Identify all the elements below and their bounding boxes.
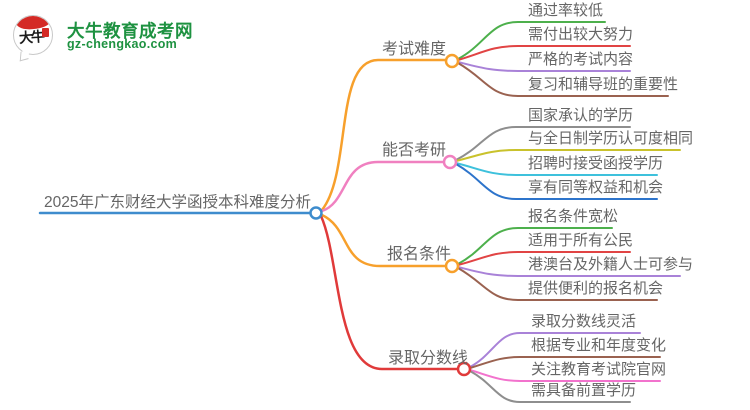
sub-item-label: 享有同等权益和机会 <box>528 179 664 196</box>
branch-curve-grad-school <box>320 160 445 213</box>
sub-underline <box>469 356 661 369</box>
sub-underline <box>455 163 658 200</box>
sub-item-label: 提供便利的报名机会 <box>528 280 664 297</box>
root-node-circle <box>309 206 323 220</box>
logo-icon-characters: 大牛 <box>18 30 44 47</box>
sub-underline <box>457 251 631 266</box>
sub-underline <box>455 149 681 162</box>
sub-underline <box>469 370 631 403</box>
sub-item-label: 适用于所有公民 <box>528 232 634 249</box>
sub-underline <box>457 267 658 301</box>
branch-curve-registration <box>320 213 447 268</box>
sub-underline <box>457 61 631 72</box>
branch-node-circle <box>456 361 472 377</box>
sub-item-label: 录取分数线灵活 <box>531 313 637 330</box>
sub-underline <box>457 45 631 61</box>
branch-node-circle <box>442 154 458 170</box>
sub-item-label: 根据专业和年度变化 <box>531 337 667 354</box>
sub-item-label: 通过率较低 <box>528 2 604 19</box>
site-logo: 大牛 大牛教育成考网 gz-chengkao.com <box>13 11 243 63</box>
branch-label-score-line: 录取分数线 <box>388 350 469 367</box>
sub-item-label: 国家承认的学历 <box>528 107 634 124</box>
sub-item-label: 招聘时接受函授学历 <box>528 155 664 172</box>
site-name: 大牛教育成考网 <box>67 21 193 41</box>
sub-underline <box>457 266 681 277</box>
branch-curve-exam-difficulty <box>320 58 447 212</box>
sub-underline <box>457 21 606 60</box>
sub-underline <box>455 126 631 161</box>
sub-underline <box>457 62 669 97</box>
sub-item-label: 需付出较大努力 <box>528 26 634 43</box>
branch-label-grad-school: 能否考研 <box>382 142 447 159</box>
daniu-logo-icon: 大牛 <box>13 13 57 62</box>
central-topic-label: 2025年广东财经大学函授本科难度分析 <box>44 194 311 211</box>
sub-item-label: 严格的考试内容 <box>528 51 634 68</box>
sub-underline <box>457 227 613 265</box>
site-domain: gz-chengkao.com <box>67 37 178 51</box>
sub-item-label: 复习和辅导班的重要性 <box>528 76 679 93</box>
sub-item-label: 需具备前置学历 <box>531 382 637 399</box>
sub-item-label: 报名条件宽松 <box>528 208 619 225</box>
sub-underline <box>455 162 658 176</box>
sub-item-label: 与全日制学历认可度相同 <box>528 130 694 147</box>
logo-bubble-tail <box>19 49 30 62</box>
branch-label-registration: 报名条件 <box>387 246 452 263</box>
sub-underline <box>469 332 641 368</box>
branch-curve-score-line <box>319 214 459 371</box>
sub-item-label: 关注教育考试院官网 <box>531 361 667 378</box>
sub-underline <box>469 369 661 382</box>
logo-seal-icon <box>42 28 49 37</box>
branch-label-exam-difficulty: 考试难度 <box>382 41 447 58</box>
branch-node-circle <box>444 258 460 274</box>
logo-bubble: 大牛 <box>13 15 53 55</box>
sub-item-label: 港澳台及外籍人士可参与 <box>528 256 694 273</box>
branch-node-circle <box>444 53 460 69</box>
